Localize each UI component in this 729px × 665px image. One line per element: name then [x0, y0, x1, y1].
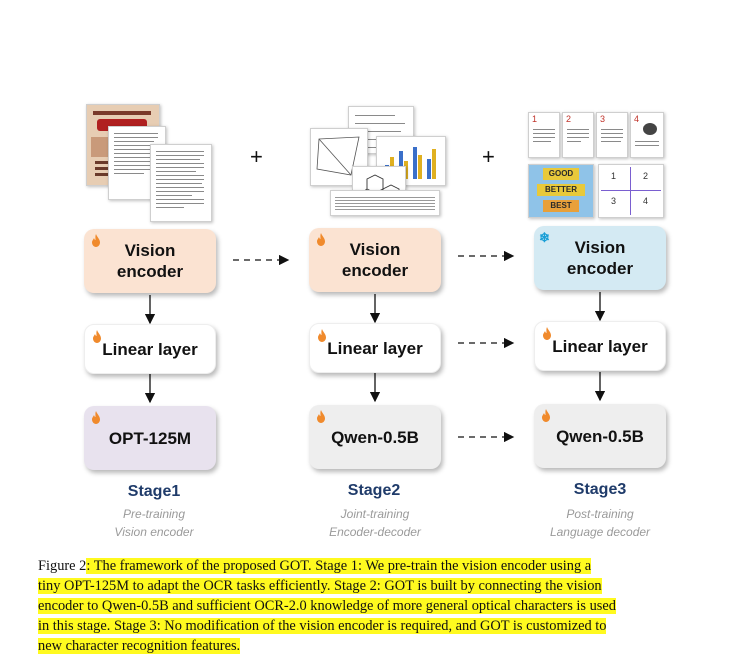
caption-line-2: tiny OPT-125M to adapt the OCR tasks eff…	[38, 578, 602, 594]
stage2-subtitle-1: Joint-training	[340, 507, 410, 521]
plus-sign-2: +	[482, 144, 495, 169]
stage2-encoder-line2: encoder	[341, 261, 409, 280]
grid-number-3: 3	[611, 196, 617, 206]
good-better-best-sign-thumbnail: GOOD BETTER BEST	[528, 164, 594, 218]
stage2-vision-encoder: Vision encoder	[309, 228, 441, 292]
stage1-decoder-opt-125m: OPT-125M	[84, 406, 216, 470]
stage3-encoder-line2: encoder	[566, 259, 634, 278]
sign-word-good: GOOD	[543, 168, 579, 180]
fire-icon	[92, 411, 100, 424]
page-thumbnail-1: 1	[528, 112, 560, 158]
caption-line-5: new character recognition features.	[38, 638, 241, 654]
figure-caption: Figure 2: The framework of the proposed …	[38, 556, 714, 656]
page-thumbnail-3: 3	[596, 112, 628, 158]
caption-label: Figure 2	[38, 558, 87, 574]
stage3-title: Stage3	[573, 481, 627, 498]
stage2-sample-images	[310, 106, 446, 218]
fire-icon	[318, 329, 326, 342]
plus-sign-1: +	[250, 144, 263, 169]
stage3-subtitle-2: Language decoder	[549, 525, 651, 539]
arrows-layer	[144, 250, 606, 443]
page-number-2: 2	[566, 114, 572, 124]
stage1-encoder-line2: encoder	[116, 262, 184, 281]
page-number-3: 3	[600, 114, 606, 124]
caption-line-3: encoder to Qwen-0.5B and sufficient OCR-…	[38, 598, 616, 614]
fire-icon	[317, 233, 325, 246]
snowflake-icon: ❄	[539, 230, 550, 245]
sheet-music-thumbnail	[330, 190, 440, 216]
fire-icon	[317, 410, 325, 423]
fire-icon	[92, 234, 100, 247]
grid-number-4: 4	[643, 196, 649, 206]
page-number-4: 4	[634, 114, 640, 124]
stage3-subtitle-1: Post-training	[566, 507, 634, 521]
stage3-linear-label: Linear layer	[552, 336, 648, 356]
stage3-encoder-line1: Vision	[574, 238, 626, 257]
caption-line-4: in this stage. Stage 3: No modification …	[38, 618, 607, 634]
stage3-linear-layer: Linear layer	[534, 321, 666, 371]
stage1-decoder-label: OPT-125M	[108, 428, 192, 448]
stage3-vision-encoder-frozen: ❄ Vision encoder	[534, 226, 666, 290]
stage2-decoder-label: Qwen-0.5B	[331, 427, 419, 447]
stage1-title: Stage1	[127, 483, 181, 500]
stage3-decoder-label: Qwen-0.5B	[556, 426, 644, 446]
fire-icon	[93, 330, 101, 343]
geometry-thumbnail	[310, 128, 368, 186]
page-thumbnail-2: 2	[562, 112, 594, 158]
fire-icon	[543, 327, 551, 340]
stage1-subtitle-2: Vision encoder	[114, 525, 194, 539]
stage1-linear-label: Linear layer	[102, 339, 198, 359]
stage2-subtitle-2: Encoder-decoder	[329, 525, 421, 539]
sign-word-best: BEST	[543, 200, 579, 212]
stage1-encoder-line1: Vision	[124, 241, 176, 260]
grid-number-1: 1	[611, 171, 617, 181]
stage2-encoder-line1: Vision	[349, 240, 401, 259]
fire-icon	[542, 409, 550, 422]
page-number-1: 1	[532, 114, 538, 124]
sign-word-better: BETTER	[537, 184, 585, 196]
page-thumbnail-4: 4	[630, 112, 664, 158]
stage1-linear-layer: Linear layer	[84, 324, 216, 374]
grid-number-2: 2	[643, 171, 649, 181]
stage2-linear-label: Linear layer	[327, 338, 423, 358]
stage2-linear-layer: Linear layer	[309, 323, 441, 373]
caption-line-1: : The framework of the proposed GOT. Sta…	[86, 558, 592, 574]
stage3-sample-images: 1 2 3 4 GOOD BETTER	[528, 112, 666, 218]
grid-layout-thumbnail: 1 2 3 4	[598, 164, 664, 218]
stage2-title: Stage2	[347, 482, 401, 499]
stage1-sample-images	[86, 104, 216, 222]
text-page-thumbnail-2	[150, 144, 212, 222]
stage1-subtitle-1: Pre-training	[122, 507, 186, 521]
stage3-decoder-qwen: Qwen-0.5B	[534, 404, 666, 468]
stage1-vision-encoder: Vision encoder	[84, 229, 216, 293]
stage2-decoder-qwen: Qwen-0.5B	[309, 405, 441, 469]
